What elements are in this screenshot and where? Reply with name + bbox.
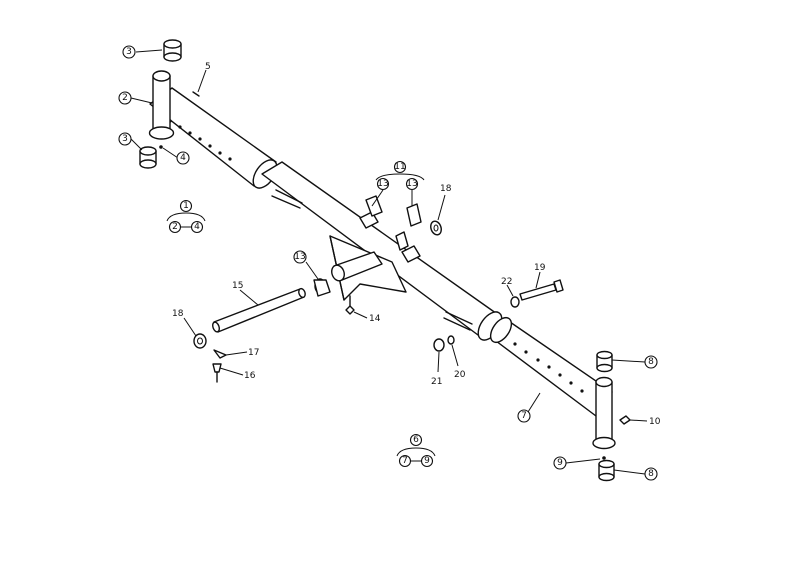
- left-bottom-cap: [139, 146, 157, 169]
- svg-text:7: 7: [521, 411, 527, 421]
- svg-text:9: 9: [424, 456, 430, 466]
- shaft-15: [212, 287, 306, 333]
- svg-text:13: 13: [294, 252, 305, 262]
- callout-4: 4: [176, 151, 190, 165]
- callout-8-bottom: 8: [644, 467, 658, 481]
- svg-text:13: 13: [406, 179, 417, 189]
- svg-text:2: 2: [172, 222, 178, 232]
- svg-text:13: 13: [377, 179, 388, 189]
- nut-22: [510, 296, 520, 308]
- right-upright-post: [592, 376, 616, 450]
- svg-text:4: 4: [194, 222, 200, 232]
- callout-group-11: 11 13 13: [376, 160, 419, 191]
- callout-group-6: 6 7 9: [398, 433, 434, 468]
- callout-8-top: 8: [644, 355, 658, 369]
- washer-18-lower: [193, 333, 207, 349]
- pin-5: [192, 91, 200, 97]
- bushing-upper-right: [395, 203, 422, 251]
- callout-3-top: 3: [122, 45, 136, 59]
- svg-text:8: 8: [648, 357, 654, 367]
- right-top-cap: [596, 350, 613, 373]
- callout-18-upper: 18: [440, 184, 452, 194]
- callout-5: 5: [205, 62, 211, 72]
- callout-17: 17: [248, 348, 259, 358]
- svg-text:7: 7: [402, 456, 408, 466]
- right-bottom-cap: [598, 459, 615, 482]
- svg-text:6: 6: [413, 435, 419, 445]
- callout-10: 10: [649, 417, 661, 427]
- left-pin: [159, 145, 163, 149]
- svg-text:3: 3: [126, 47, 132, 57]
- callout-3-bottom: 3: [118, 132, 132, 146]
- callout-15: 15: [232, 281, 243, 291]
- leader-lines: [130, 49, 648, 475]
- center-pivot-tube: [331, 251, 383, 282]
- svg-text:8: 8: [648, 469, 654, 479]
- callout-group-1: 1 2 4: [168, 199, 204, 234]
- svg-text:4: 4: [180, 153, 186, 163]
- bushing-upper-left: [365, 195, 383, 217]
- pin-14: [345, 305, 355, 315]
- right-tube-sleeve: [489, 316, 613, 417]
- svg-text:1: 1: [183, 201, 189, 211]
- svg-text:9: 9: [557, 458, 563, 468]
- pin-16: [212, 363, 222, 383]
- callout-22: 22: [501, 277, 512, 287]
- callout-2: 2: [118, 91, 132, 105]
- left-upright-post: [148, 70, 175, 140]
- svg-text:2: 2: [122, 93, 128, 103]
- callout-19: 19: [534, 263, 546, 273]
- callout-7: 7: [517, 409, 531, 423]
- svg-text:3: 3: [122, 134, 128, 144]
- callout-18-lower: 18: [172, 309, 184, 319]
- callout-14: 14: [369, 314, 381, 324]
- nut-21: [433, 338, 445, 352]
- left-top-cap: [163, 39, 182, 62]
- callout-20: 20: [454, 370, 466, 380]
- bolt-19: [519, 279, 564, 301]
- washer-18-upper: [430, 220, 442, 236]
- callout-21: 21: [431, 377, 442, 387]
- callout-9: 9: [553, 456, 567, 470]
- pin-10: [619, 415, 631, 425]
- svg-text:11: 11: [394, 162, 405, 172]
- bushing-center: [313, 278, 331, 297]
- callout-13-center: 13: [293, 250, 307, 264]
- clip-17: [213, 349, 227, 359]
- callout-16: 16: [244, 371, 256, 381]
- right-pin-9: [602, 456, 606, 460]
- washer-20: [447, 335, 455, 345]
